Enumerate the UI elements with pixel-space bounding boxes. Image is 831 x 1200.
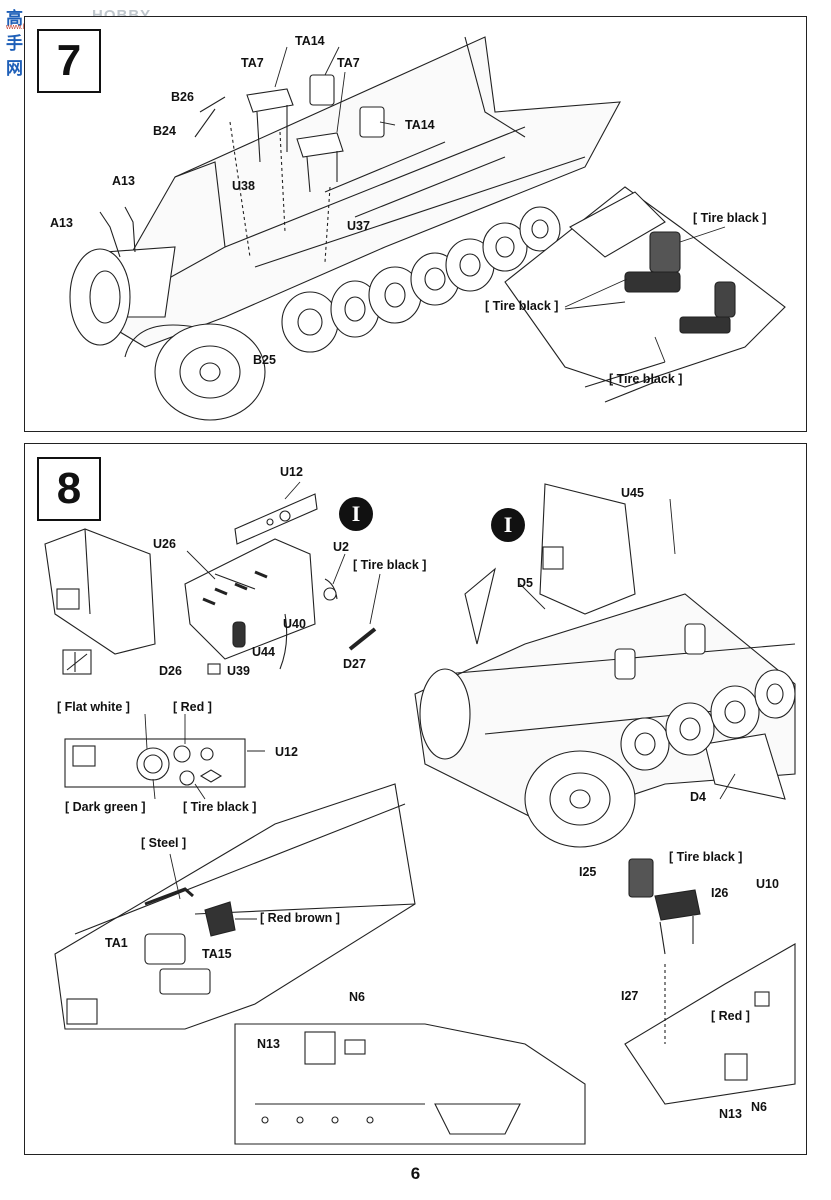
part-label: TA1	[105, 936, 128, 950]
part-label: D4	[690, 790, 706, 804]
part-label: D27	[343, 657, 366, 671]
paint-note: [ Steel ]	[141, 836, 187, 850]
part-label: A13	[112, 174, 135, 188]
instrument-panel-detail	[64, 738, 246, 788]
front-wheel-far	[69, 248, 131, 346]
part-label: U39	[227, 664, 250, 678]
part-label: TA7	[337, 56, 360, 70]
halftrack-hull-step8	[414, 483, 796, 825]
part-label: TA14	[405, 118, 435, 132]
paint-note: [ Tire black ]	[669, 850, 743, 864]
page-number: 6	[410, 1164, 421, 1183]
part-label: B24	[153, 124, 176, 138]
part-label: A13	[50, 216, 73, 230]
hull-underside-detail	[234, 1023, 586, 1145]
step-8-illustration	[44, 481, 796, 1145]
part-label: B25	[253, 353, 276, 367]
part-label: TA15	[202, 947, 232, 961]
part-label: N6	[751, 1100, 767, 1114]
small-parts-step7	[99, 96, 331, 263]
interior-detail-inset	[504, 186, 786, 403]
paint-note: [ Tire black ]	[353, 558, 427, 572]
paint-note: [ Flat white ]	[57, 700, 130, 714]
part-label: N13	[719, 1107, 742, 1121]
part-label: I25	[579, 865, 597, 879]
step-7-panel: 7	[24, 16, 807, 432]
front-wheel-near	[154, 323, 266, 421]
part-label: U26	[153, 537, 176, 551]
watermark-logo: 高手网	[6, 9, 24, 78]
leader-lines-step7	[274, 46, 726, 363]
rear-panel-u26	[44, 528, 156, 655]
front-wheels-step8	[419, 668, 636, 848]
paint-note: [ Tire black ]	[485, 299, 559, 313]
hull-interior-lower-left	[54, 783, 416, 1030]
step-8-panel: 8	[24, 443, 807, 1155]
seats-step7	[246, 74, 385, 193]
part-label: U44	[252, 645, 275, 659]
part-label: U40	[283, 617, 306, 631]
road-wheels-step7	[281, 206, 561, 353]
part-label: D26	[159, 664, 182, 678]
part-label: U2	[333, 540, 349, 554]
dashboard-assembly	[184, 493, 377, 675]
callout-marker-i: I	[339, 497, 373, 531]
part-label: U10	[756, 877, 779, 891]
paint-note: [ Red ]	[711, 1009, 750, 1023]
part-label: N13	[257, 1037, 280, 1051]
part-label: TA7	[241, 56, 264, 70]
part-label: U37	[347, 219, 370, 233]
part-label: B26	[171, 90, 194, 104]
step-7-illustration	[69, 36, 786, 421]
part-label: D5	[517, 576, 533, 590]
paint-note: [ Tire black ]	[183, 800, 257, 814]
paint-note: [ Tire black ]	[609, 372, 683, 386]
part-label: I27	[621, 989, 639, 1003]
paint-note: [ Dark green ]	[65, 800, 146, 814]
road-wheels-step8	[620, 669, 796, 771]
seat-assembly-detail	[624, 858, 796, 1105]
part-label: U45	[621, 486, 644, 500]
step-8-number: 8	[37, 457, 101, 521]
part-label: TA14	[295, 34, 325, 48]
leader-lines-step8	[144, 481, 736, 920]
paint-note: [ Red brown ]	[260, 911, 340, 925]
part-label: U12	[280, 465, 303, 479]
callout-marker-i: I	[491, 508, 525, 542]
paint-note: [ Red ]	[173, 700, 212, 714]
part-label: N6	[349, 990, 365, 1004]
part-label: U12	[275, 745, 298, 759]
direction-icon-box	[62, 649, 92, 675]
step-7-number: 7	[37, 29, 101, 93]
paint-note: [ Tire black ]	[693, 211, 767, 225]
part-label: U38	[232, 179, 255, 193]
part-label: I26	[711, 886, 729, 900]
